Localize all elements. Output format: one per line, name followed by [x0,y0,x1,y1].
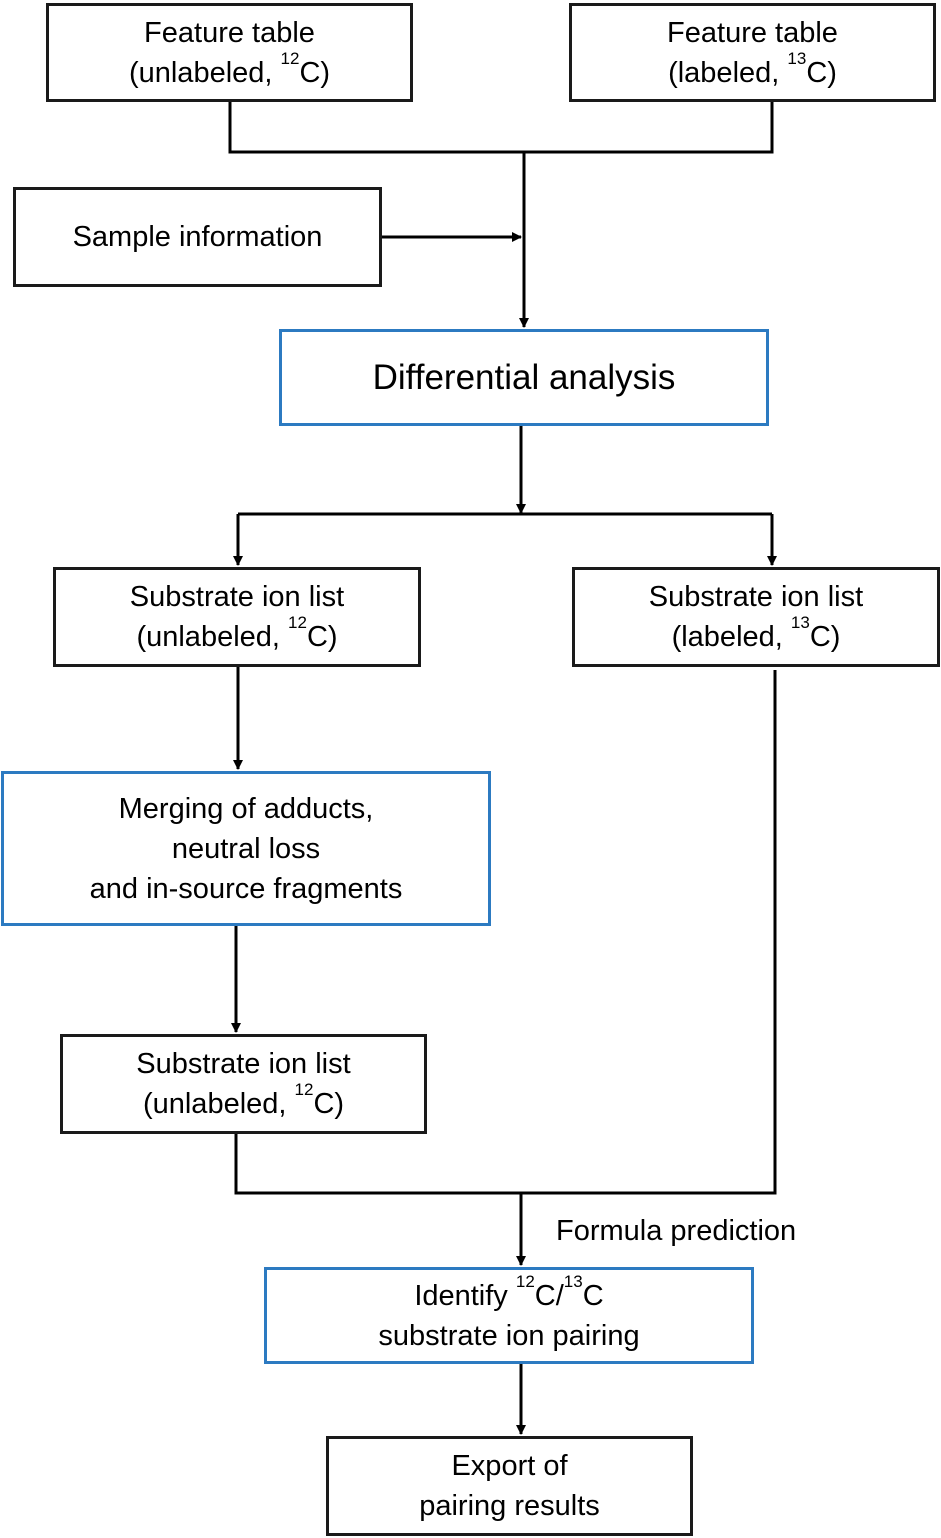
sample-information-label: Sample information [72,221,323,253]
connector-final-join [234,670,777,1195]
identify-pairing-box: Identify 12C/13C substrate ion pairing [264,1267,754,1364]
merging-line-1: Merging of adducts, [118,792,374,825]
export-line-1: Export of [451,1450,568,1482]
sample-information-box: Sample information [13,187,382,287]
merging-line-2: neutral loss [171,832,321,865]
substrate-ion-list-merged-subtitle: (unlabeled, 12C) [142,1080,345,1120]
export-results-box: Export of pairing results [326,1436,693,1536]
substrate-ion-list-unlabeled-subtitle: (unlabeled, 12C) [136,613,338,653]
merging-box: Merging of adducts, neutral loss and in-… [1,771,491,926]
merging-line-3: and in-source fragments [89,872,403,905]
differential-analysis-box: Differential analysis [279,329,769,426]
substrate-ion-list-merged-box: Substrate ion list (unlabeled, 12C) [60,1034,427,1134]
identify-pairing-line-2: substrate ion pairing [378,1319,640,1352]
substrate-ion-list-labeled-title: Substrate ion list [648,581,864,613]
substrate-ion-list-merged-title: Substrate ion list [136,1048,351,1080]
substrate-ion-list-unlabeled-box: Substrate ion list (unlabeled, 12C) [53,567,421,667]
feature-table-unlabeled-box: Feature table (unlabeled, 12C) [46,3,413,102]
feature-table-labeled-subtitle: (labeled, 13C) [668,48,837,89]
substrate-ion-list-labeled-box: Substrate ion list (labeled, 13C) [572,567,940,667]
connector-feature-tables-join [228,102,774,154]
substrate-ion-list-unlabeled-title: Substrate ion list [129,581,345,613]
feature-table-labeled-box: Feature table (labeled, 13C) [569,3,936,102]
feature-table-unlabeled-title: Feature table [144,16,315,49]
identify-pairing-line-1: Identify 12C/13C [414,1271,604,1312]
feature-table-unlabeled-subtitle: (unlabeled, 12C) [128,48,331,89]
substrate-ion-list-labeled-subtitle: (labeled, 13C) [671,613,841,653]
formula-prediction-label: Formula prediction [556,1215,797,1247]
differential-analysis-label: Differential analysis [372,357,676,397]
export-line-2: pairing results [419,1490,600,1522]
feature-table-labeled-title: Feature table [667,16,838,49]
